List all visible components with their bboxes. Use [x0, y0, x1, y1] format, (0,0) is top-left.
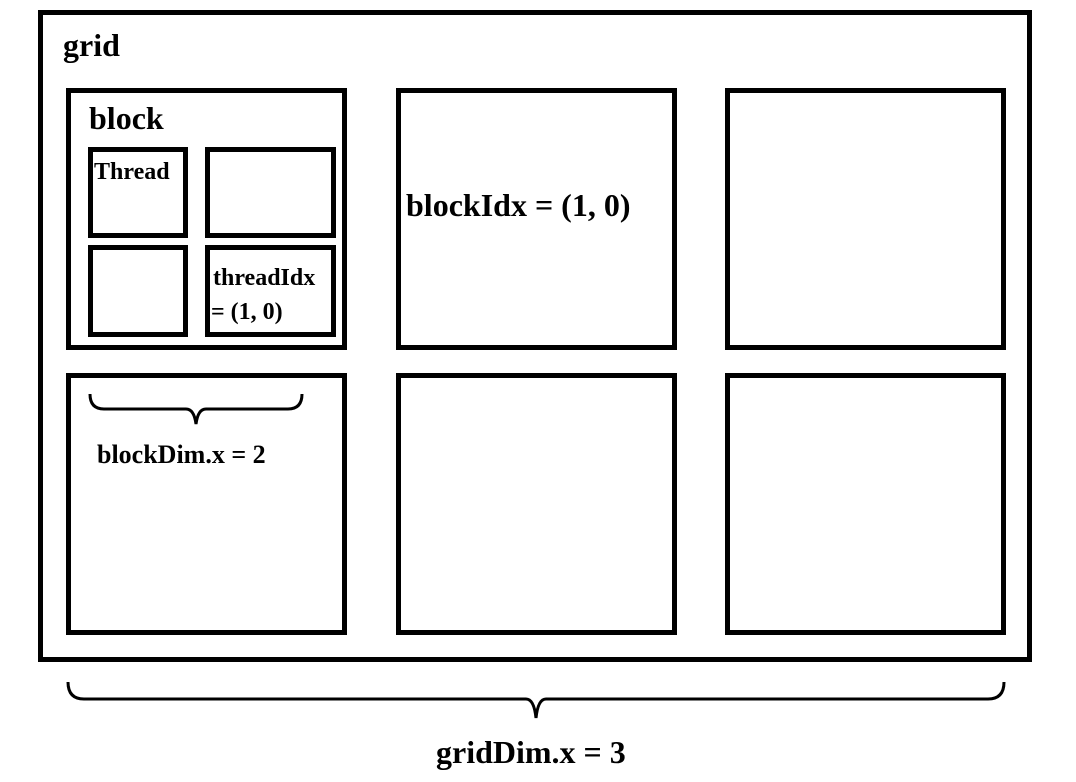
- thread-1-1: [205, 245, 336, 337]
- block-idx-label: blockIdx = (1, 0): [406, 187, 631, 223]
- block-dim-label: blockDim.x = 2: [97, 440, 266, 469]
- block-title: block: [89, 100, 164, 136]
- thread-label: Thread: [94, 159, 170, 185]
- thread-idx-line2: = (1, 0): [211, 299, 283, 325]
- grid-dim-brace: [66, 681, 1006, 719]
- thread-0-0: [88, 147, 188, 238]
- block-2-0: [725, 88, 1006, 350]
- block-1-1: [396, 373, 677, 635]
- block-0-1: [66, 373, 347, 635]
- thread-0-1: [88, 245, 188, 337]
- grid-title: grid: [63, 27, 120, 63]
- thread-1-0: [205, 147, 336, 238]
- block-1-0: [396, 88, 677, 350]
- thread-idx-line1: threadIdx: [213, 265, 316, 291]
- block-2-1: [725, 373, 1006, 635]
- block-dim-brace: [88, 393, 304, 425]
- grid-dim-label: gridDim.x = 3: [436, 734, 626, 770]
